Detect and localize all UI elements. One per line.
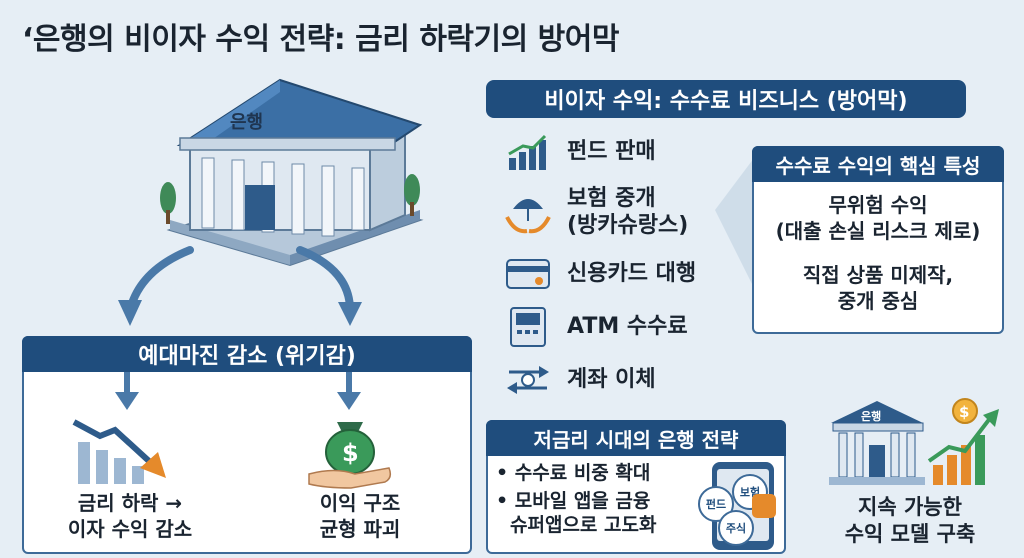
rate-decline-line1: 금리 하락 →	[77, 491, 183, 515]
feature-risk-free: 무위험 수익 (대출 손실 리스크 제로)	[752, 192, 1004, 244]
fee-item-insurance: 보험 중개 (방카슈랑스)	[505, 176, 745, 248]
feature-risk-free-line1: 무위험 수익	[828, 193, 928, 217]
profit-structure-line1: 이익 구조	[319, 491, 401, 515]
fee-item-list: 펀드 판매 보험 중개 (방카슈랑스) 신용카드 대행 ATM 수수료	[505, 128, 745, 406]
fee-item-credit-card: 신용카드 대행	[505, 248, 745, 300]
strategy-header: 저금리 시대의 은행 전략	[486, 420, 786, 456]
fee-item-fund-label: 펀드 판매	[567, 139, 656, 165]
phone-chip-stock: 주식	[718, 510, 754, 546]
money-bag-hand-icon: $	[308, 422, 392, 489]
sustainable-growth-illustration: 은행 $	[829, 398, 999, 485]
rate-decline-text: 금리 하락 → 이자 수익 감소	[40, 490, 220, 542]
strategy-bullet-fee: • 수수료 비중 확대	[496, 462, 651, 484]
features-connector	[715, 150, 760, 300]
fee-business-header: 비이자 수익: 수수료 비즈니스 (방어막)	[486, 80, 966, 118]
strategy-bullet-app-line1: • 모바일 앱을 금융	[496, 489, 651, 512]
bank-sign-text: 은행	[230, 112, 263, 133]
fee-item-atm-label: ATM 수수료	[567, 314, 688, 340]
umbrella-hands-icon	[505, 199, 551, 234]
rising-bar-chart-icon	[508, 134, 547, 170]
chart-app-icon	[752, 494, 776, 518]
rate-decline-line2: 이자 수익 감소	[67, 517, 193, 541]
fee-item-credit-card-label: 신용카드 대행	[567, 261, 697, 287]
split-arrows	[118, 246, 362, 326]
sustainable-model-text: 지속 가능한 수익 모델 구축	[810, 494, 1010, 549]
sustainable-line1: 지속 가능한	[858, 495, 962, 519]
coin-symbol: $	[959, 403, 969, 421]
falling-chart-icon	[72, 419, 166, 484]
fee-item-transfer-label: 계좌 이체	[567, 367, 656, 393]
fee-item-atm: ATM 수수료	[505, 300, 745, 354]
fee-item-fund: 펀드 판매	[505, 128, 745, 176]
features-header: 수수료 수익의 핵심 특성	[752, 146, 1004, 182]
fee-item-insurance-label: 보험 중개 (방카슈랑스)	[567, 185, 689, 239]
panel-down-arrows	[115, 372, 361, 410]
fee-item-transfer: 계좌 이체	[505, 354, 745, 406]
super-app-phone: 펀드 보험 주식	[698, 460, 780, 552]
profit-structure-line2: 균형 파괴	[319, 517, 401, 541]
feature-brokerage-line1: 직접 상품 미제작,	[802, 263, 954, 287]
page-title: ‘은행의 비이자 수익 전략: 금리 하락기의 방어막	[22, 22, 619, 57]
profit-structure-text: 이익 구조 균형 파괴	[270, 490, 450, 542]
feature-brokerage-line2: 중개 중심	[837, 289, 919, 313]
transfer-arrows-icon	[507, 366, 549, 394]
atm-icon	[510, 307, 546, 347]
strategy-bullets: • 수수료 비중 확대 • 모바일 앱을 금융 슈퍼앱으로 고도화	[496, 462, 706, 537]
small-bank-sign: 은행	[861, 409, 881, 423]
money-symbol: $	[342, 439, 359, 467]
feature-risk-free-line2: (대출 손실 리스크 제로)	[775, 219, 981, 243]
sustainable-line2: 수익 모델 구축	[844, 522, 976, 547]
margin-decline-header: 예대마진 감소 (위기감)	[22, 336, 472, 372]
bank-building-illustration: 은행	[160, 78, 424, 267]
credit-card-icon	[506, 259, 550, 289]
strategy-bullet-app-line2: 슈퍼앱으로 고도화	[510, 513, 657, 536]
feature-brokerage: 직접 상품 미제작, 중개 중심	[752, 262, 1004, 314]
